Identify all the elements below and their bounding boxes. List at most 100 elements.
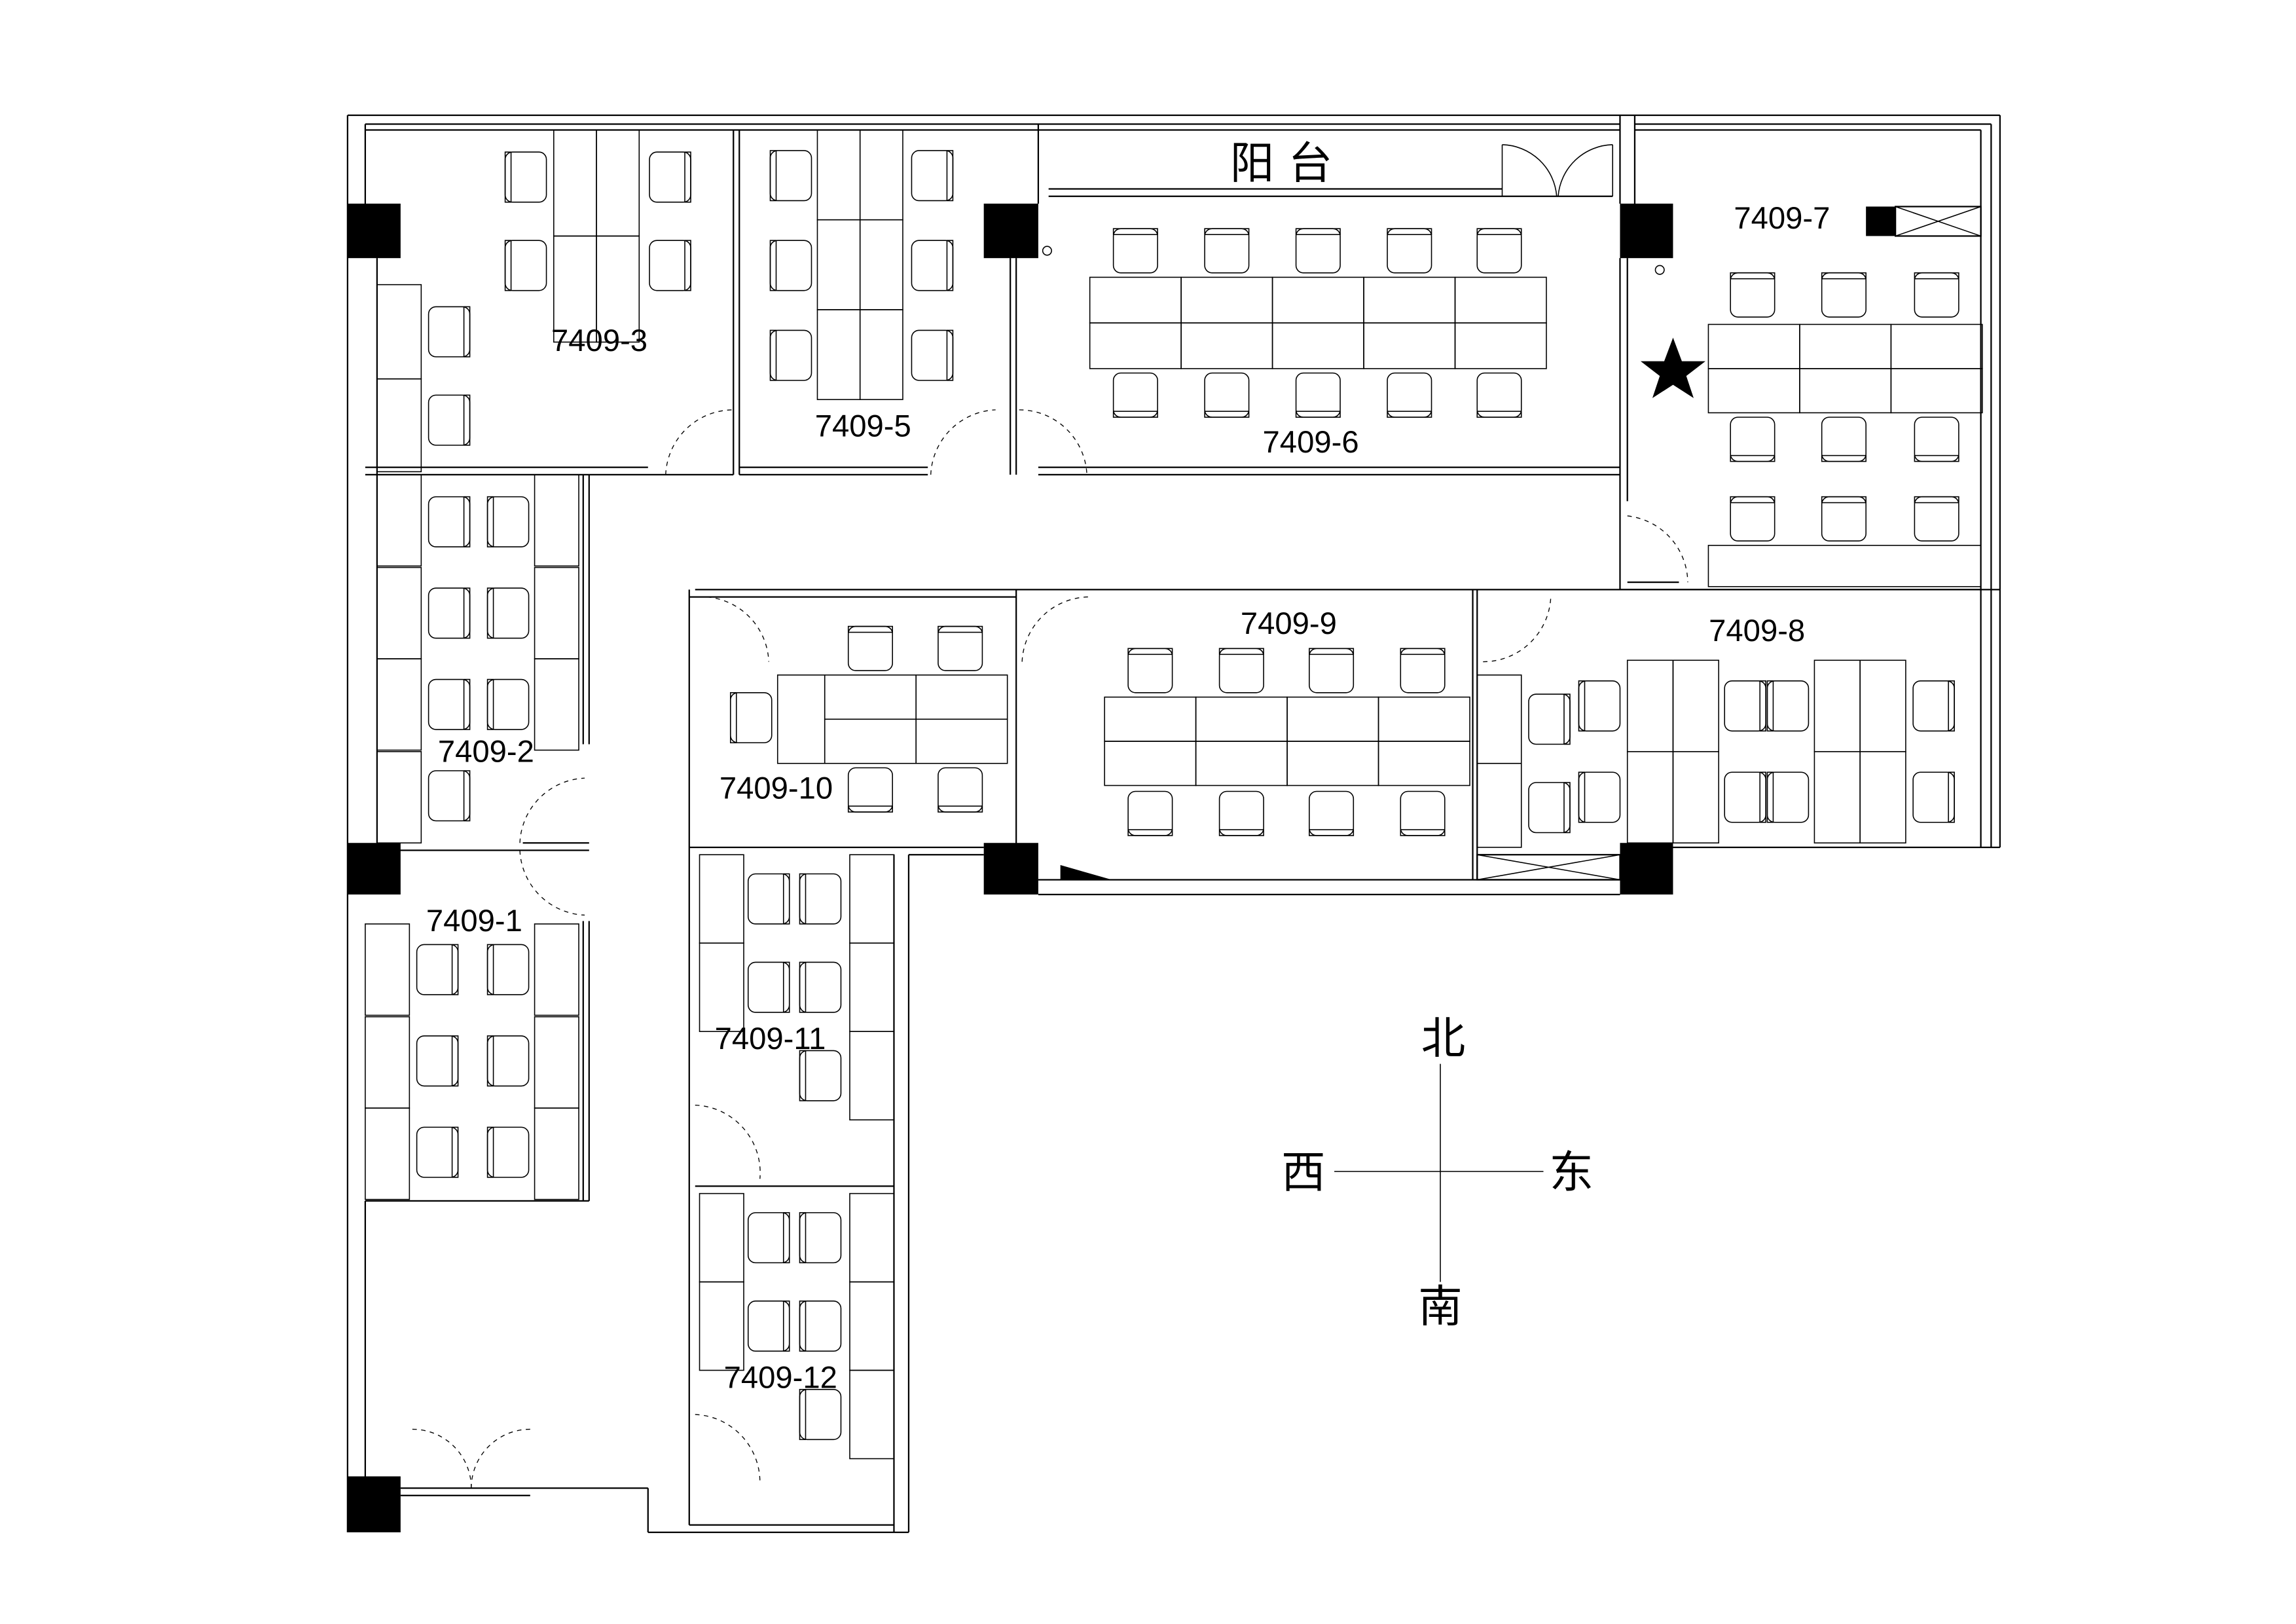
room-label-7409-11[interactable]: 7409-11	[715, 1022, 826, 1056]
chair-back	[1578, 771, 1586, 823]
chair	[799, 1389, 842, 1441]
desk	[816, 219, 861, 310]
shaft-cross	[1477, 854, 1620, 881]
desk	[534, 1016, 579, 1109]
door-swing	[665, 409, 734, 475]
compass-east: 东	[1550, 1147, 1594, 1198]
chair-back	[486, 944, 494, 995]
door-swing	[1483, 597, 1552, 663]
chair	[428, 306, 471, 358]
desk	[1104, 696, 1197, 742]
chair	[799, 1301, 842, 1352]
chair-seat	[1730, 496, 1776, 542]
room-label-7409-2[interactable]: 7409-2	[438, 735, 534, 769]
chair-back	[451, 944, 459, 995]
chair-back	[1759, 680, 1766, 732]
room-label-7409-6[interactable]: 7409-6	[1263, 425, 1359, 460]
room-label-7409-5[interactable]: 7409-5	[815, 409, 911, 443]
desk	[1859, 659, 1906, 752]
wedge	[1060, 864, 1112, 880]
chair-back	[1112, 228, 1158, 235]
chair-back	[1309, 829, 1355, 836]
desk	[1104, 741, 1197, 786]
chair	[1400, 790, 1446, 836]
column	[1620, 843, 1673, 895]
room-label-7409-9[interactable]: 7409-9	[1241, 606, 1337, 641]
room-label-7409-10[interactable]: 7409-10	[720, 771, 833, 806]
chair-back	[1759, 771, 1766, 823]
chair	[1204, 228, 1250, 274]
desk	[1377, 696, 1470, 742]
chair-back	[799, 1212, 807, 1264]
desk	[1476, 762, 1522, 848]
desk	[1271, 276, 1364, 323]
chair	[428, 587, 471, 639]
chair-seat	[1821, 416, 1867, 462]
desk	[1799, 323, 1892, 369]
chair	[1766, 680, 1810, 732]
room-label-7409-7[interactable]: 7409-7	[1734, 201, 1830, 236]
compass: 北 南 西 东	[1281, 1012, 1594, 1332]
desk	[1890, 323, 1983, 369]
chair	[847, 767, 893, 813]
chair-back	[1730, 454, 1776, 462]
chair-seat	[1914, 272, 1959, 318]
chair-back	[1914, 272, 1959, 280]
chair	[747, 873, 790, 925]
chair-seat	[847, 625, 893, 671]
chair	[1528, 782, 1571, 834]
desk	[1195, 741, 1288, 786]
chair-seat	[938, 767, 983, 813]
chair	[747, 961, 790, 1013]
room-label-7409-1[interactable]: 7409-1	[426, 904, 522, 938]
chair	[938, 625, 983, 671]
chair	[1821, 272, 1867, 318]
balcony-door	[1501, 144, 1614, 196]
pipe	[1042, 246, 1052, 256]
compass-west: 西	[1281, 1147, 1325, 1198]
column	[347, 843, 401, 895]
desk	[365, 923, 410, 1016]
shaft-box	[1895, 206, 1982, 237]
desk	[376, 566, 422, 659]
chair-back	[1400, 648, 1446, 655]
chair-back	[504, 240, 512, 291]
chair-seat	[1914, 416, 1959, 462]
chair-back	[451, 1035, 459, 1087]
chair-back	[782, 1301, 790, 1352]
chair-back	[1309, 648, 1355, 655]
chair-back	[504, 151, 512, 203]
desk	[1271, 322, 1364, 369]
chair	[729, 692, 773, 744]
room-label-7409-12[interactable]: 7409-12	[724, 1361, 837, 1395]
chair	[416, 1035, 459, 1087]
chair-back	[1563, 782, 1571, 834]
chair	[1476, 228, 1522, 274]
columns	[347, 203, 1982, 1533]
chair	[1387, 372, 1432, 418]
chair-back	[769, 329, 777, 381]
chair-seat	[1476, 228, 1522, 274]
chair	[1218, 648, 1264, 693]
desk	[1089, 322, 1182, 369]
room-label-7409-8[interactable]: 7409-8	[1709, 614, 1805, 648]
room-label-7409-3[interactable]: 7409-3	[551, 323, 647, 358]
column	[983, 843, 1038, 895]
desk	[699, 1281, 744, 1371]
desk	[1454, 276, 1547, 323]
column	[347, 203, 401, 259]
column	[1620, 203, 1673, 259]
chair-back	[1127, 829, 1173, 836]
chair-seat	[1914, 496, 1959, 542]
chair	[428, 394, 471, 446]
chair	[486, 496, 530, 547]
chair-back	[1127, 648, 1173, 655]
chair	[911, 150, 954, 202]
chair	[486, 587, 530, 639]
desk	[1890, 368, 1983, 414]
chair	[799, 961, 842, 1013]
chair-seat	[847, 767, 893, 813]
chair-back	[1578, 680, 1586, 732]
chair	[504, 240, 547, 291]
chair	[799, 1050, 842, 1101]
